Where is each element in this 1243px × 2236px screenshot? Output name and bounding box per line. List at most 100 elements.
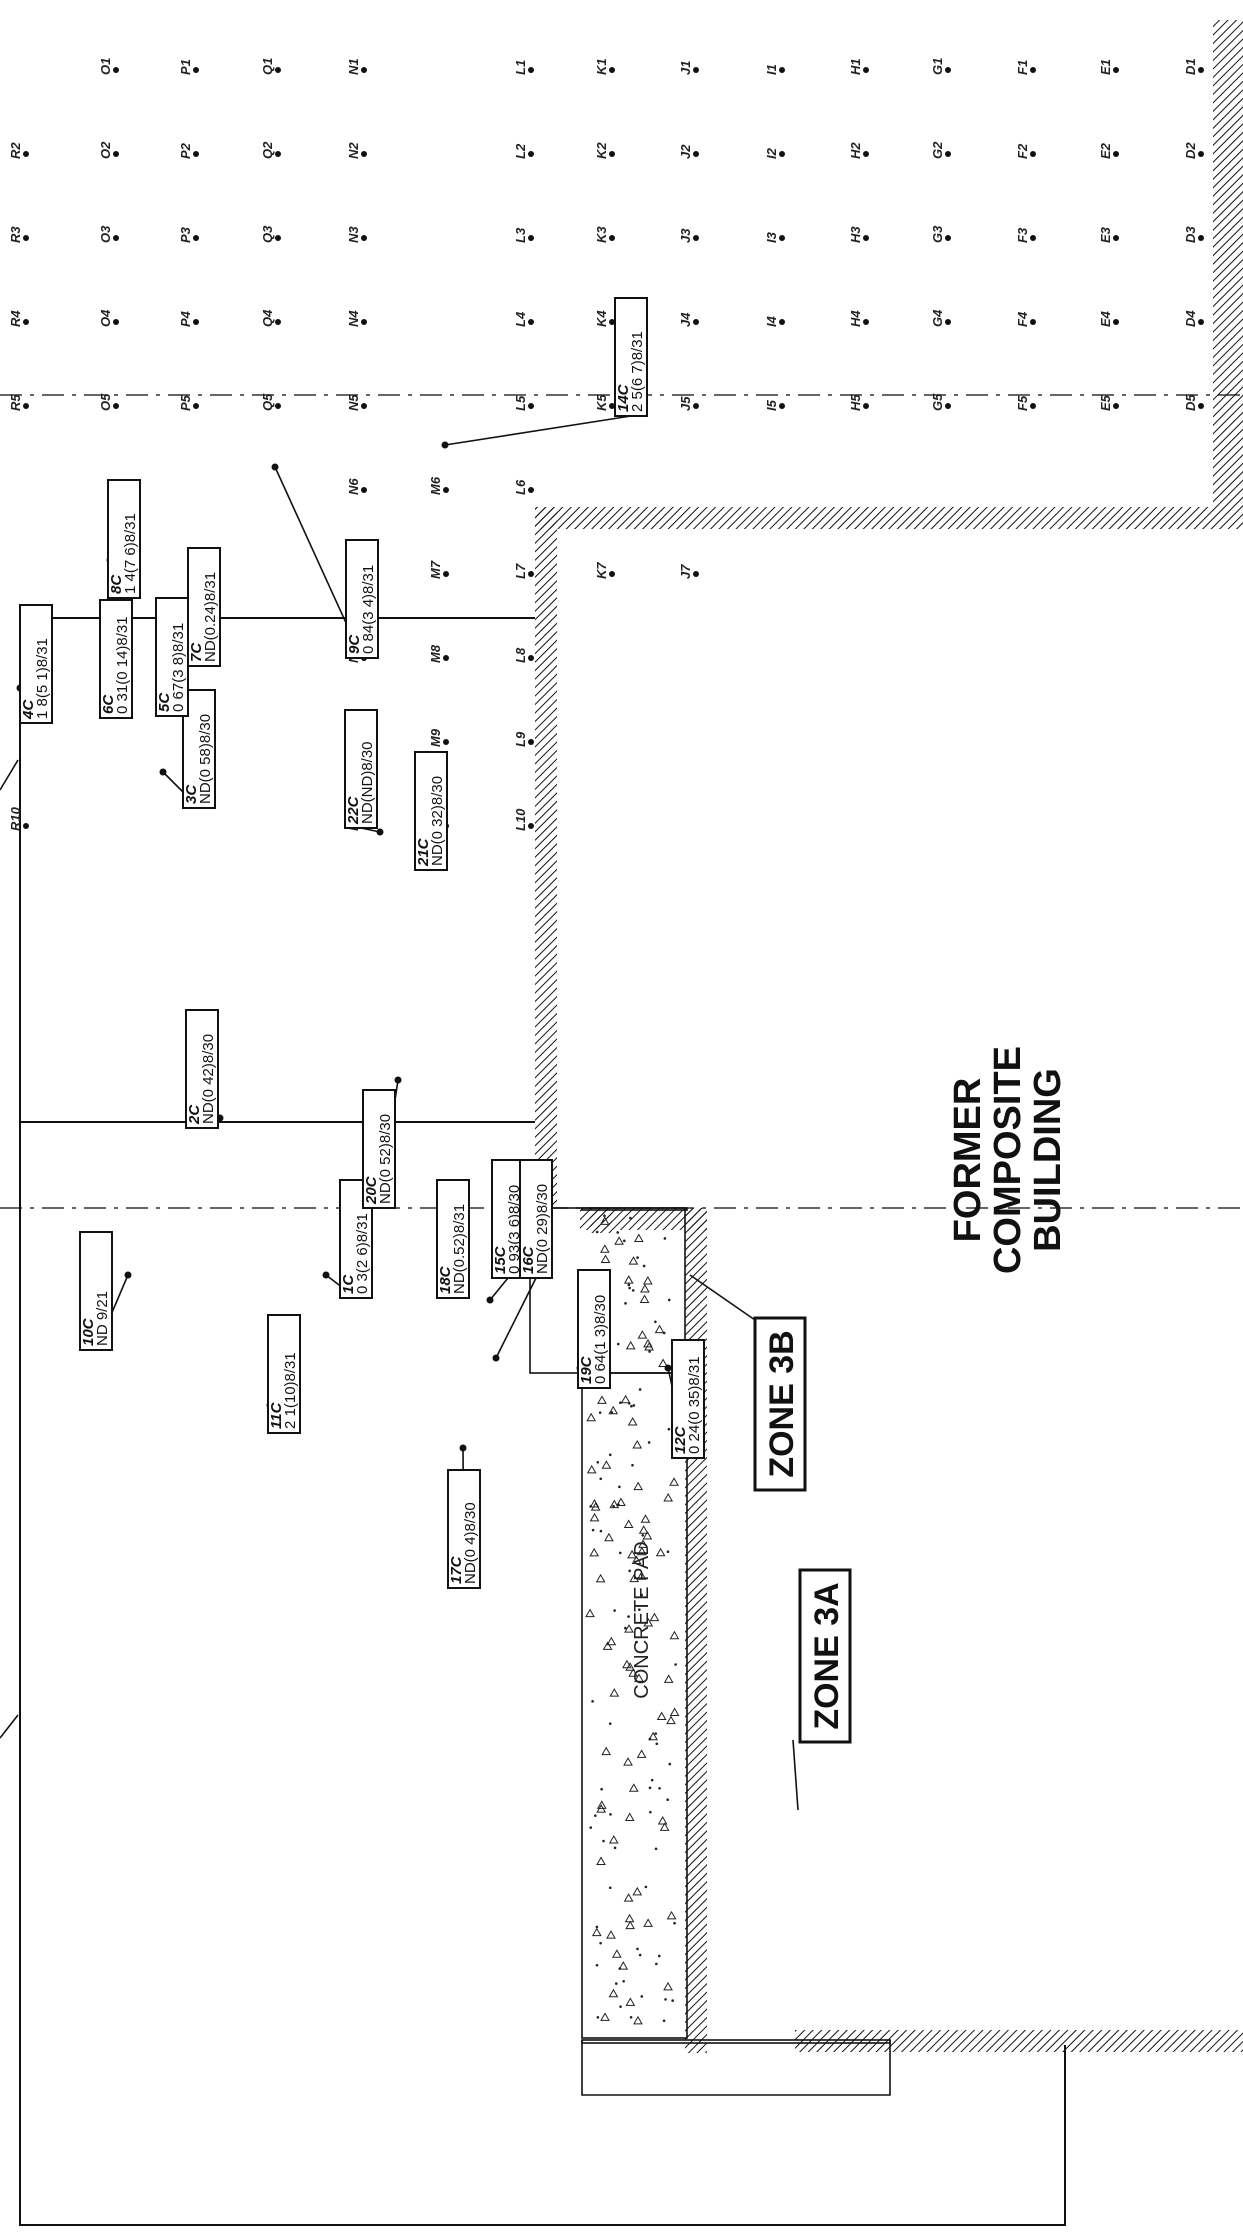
stipple-dot xyxy=(608,1886,612,1890)
grid-point-label: Q5 xyxy=(260,393,275,411)
stipple-triangle xyxy=(649,1612,660,1622)
grid-point-label: K1 xyxy=(594,58,609,75)
stipple-triangle xyxy=(659,1822,670,1831)
callout-box xyxy=(414,751,448,871)
grid-point-label: H2 xyxy=(848,142,863,159)
grid-point-label: R3 xyxy=(8,226,23,243)
stipple-triangle xyxy=(639,1294,650,1304)
grid-point-h5: H5 xyxy=(848,394,869,411)
zone-3a-text: ZONE 3A xyxy=(808,1582,846,1729)
grid-point-label: Q4 xyxy=(260,309,275,327)
building-walls xyxy=(535,20,1243,2053)
stipple-triangle xyxy=(663,1981,673,1991)
grid-point-l7: L7 xyxy=(513,563,534,579)
stipple-triangle xyxy=(597,1395,607,1404)
stipple-triangle xyxy=(623,1757,633,1766)
stipple-triangle xyxy=(620,1394,631,1404)
stipple-dot xyxy=(616,1231,620,1234)
grid-point-m9: M9 xyxy=(428,728,449,747)
stipple-triangle xyxy=(624,1812,635,1821)
callout-id: 1C xyxy=(340,1274,357,1294)
grid-point-r3: R3 xyxy=(8,226,29,243)
stipple-triangle xyxy=(629,1573,640,1583)
grid-point-n5: N5 xyxy=(346,394,367,411)
callout-box xyxy=(267,1314,301,1434)
stipple-triangle xyxy=(589,1547,600,1557)
grid-point-g1: G1 xyxy=(930,58,951,75)
grid-point-j5: J5 xyxy=(678,396,699,411)
stipple-triangle xyxy=(589,1498,600,1508)
grid-point-label: G2 xyxy=(930,141,945,159)
callout-id: 12C xyxy=(672,1425,689,1454)
stipple-triangle xyxy=(601,1746,612,1756)
callout-value: 0 3(2 6)8/31 xyxy=(354,1213,371,1294)
grid-point-label: J3 xyxy=(678,228,693,243)
grid-point-g5: G5 xyxy=(930,393,951,411)
callout-id: 19C xyxy=(578,1355,595,1384)
stipple-dot xyxy=(589,1826,593,1829)
grid-point-q5: Q5 xyxy=(260,393,281,411)
stipple-triangle xyxy=(634,1673,644,1682)
grid-point-label: R10 xyxy=(8,806,23,831)
stipple-triangle xyxy=(606,1930,616,1939)
stipple-dot xyxy=(655,1962,658,1966)
stipple-dot xyxy=(631,1289,635,1292)
grid-point-label: Q2 xyxy=(260,141,275,159)
stipple-triangle xyxy=(616,1497,626,1507)
grid-point-i3: I3 xyxy=(764,231,785,243)
grid-point-label: P2 xyxy=(178,142,193,159)
grid-point-l3: L3 xyxy=(513,227,534,243)
grid-point-label: E4 xyxy=(1098,310,1113,327)
stipple-dot xyxy=(630,1404,633,1408)
grid-point-label: M9 xyxy=(428,728,443,747)
stipple-dot xyxy=(618,1551,622,1555)
stipple-dot xyxy=(628,1569,631,1573)
stipple-dot xyxy=(609,1813,612,1816)
stipple-triangle xyxy=(640,1514,651,1523)
callout-value: ND(0 29)8/30 xyxy=(534,1184,551,1274)
grid-point-label: N5 xyxy=(346,394,361,411)
grid-point-label: L5 xyxy=(513,395,528,411)
stipple-triangle xyxy=(638,1539,648,1548)
stipple-triangle xyxy=(637,1330,648,1339)
callout-box xyxy=(362,1089,396,1209)
stipple-triangle xyxy=(586,1412,597,1422)
stipple-dot xyxy=(591,1700,594,1703)
stipple-dot xyxy=(658,1787,661,1790)
grid-point-k7: K7 xyxy=(594,562,615,579)
stipple-triangle xyxy=(628,1668,639,1677)
grid-point-label: L2 xyxy=(513,143,528,159)
grid-point-l8: L8 xyxy=(513,647,534,663)
stipple-triangle xyxy=(623,1893,634,1902)
grid-point-e3: E3 xyxy=(1098,226,1119,243)
grid-point-o5: O5 xyxy=(98,393,119,411)
stipple-triangle xyxy=(586,1464,597,1474)
stipple-dot xyxy=(610,1411,614,1414)
stipple-dot xyxy=(667,1427,671,1431)
stipple-dot xyxy=(622,1979,625,1983)
grid-point-k4: K4 xyxy=(594,310,615,327)
grid-point-f4: F4 xyxy=(1015,311,1036,327)
grid-point-m7: M7 xyxy=(428,560,449,579)
callout-value: ND(0 4)8/30 xyxy=(462,1502,479,1584)
grid-point-label: J1 xyxy=(678,61,693,75)
stipple-triangle xyxy=(609,1688,620,1697)
building-label-line-2: COMPOSITE xyxy=(987,1046,1029,1274)
callout-box xyxy=(107,479,141,599)
grid-point-d1: D1 xyxy=(1183,58,1204,75)
callout-sample-point xyxy=(271,463,279,471)
stipple-dot xyxy=(629,2015,633,2019)
grid-point-label: H5 xyxy=(848,394,863,411)
callout-9c: 9C0 84(3 4)8/31 xyxy=(271,463,379,659)
callout-box xyxy=(614,297,648,417)
callout-id: 16C xyxy=(520,1245,537,1274)
callout-box xyxy=(345,539,379,659)
callout-id: 5C xyxy=(156,692,173,712)
stipple-dot xyxy=(657,1954,661,1958)
